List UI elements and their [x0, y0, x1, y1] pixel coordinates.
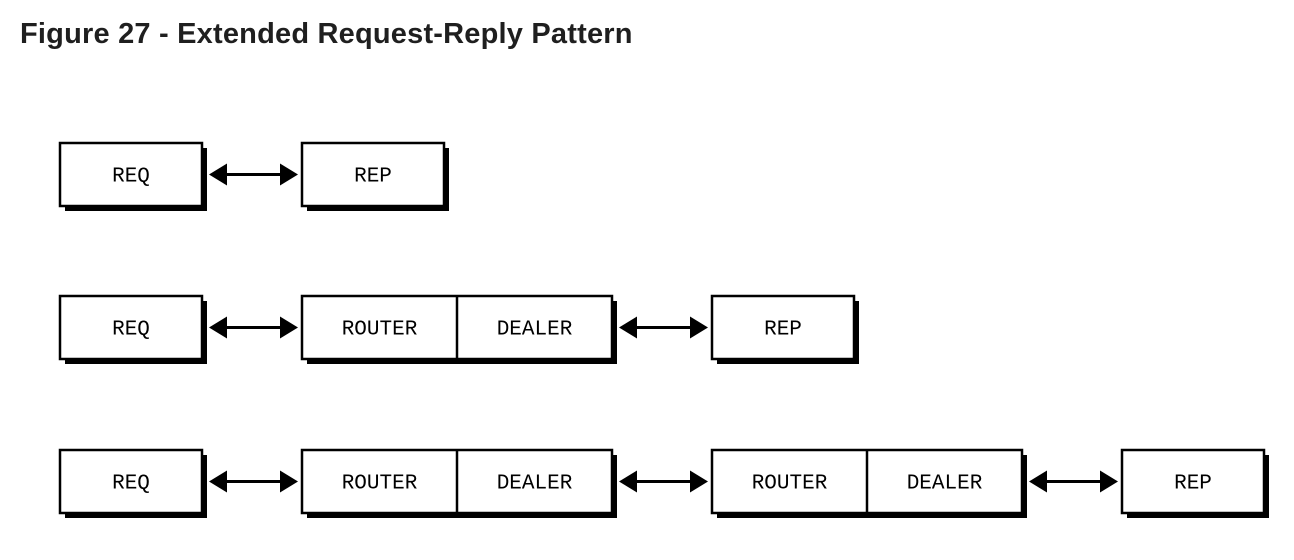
socket-label: DEALER — [497, 473, 573, 496]
socket-label: REP — [764, 319, 802, 342]
figure-title: Figure 27 - Extended Request-Reply Patte… — [20, 18, 633, 50]
socket-box-r3-req: REQ — [58, 448, 207, 518]
bidirectional-arrow — [209, 316, 298, 339]
socket-box-r3-broker-1: ROUTER DEALER — [300, 448, 617, 518]
socket-label: ROUTER — [342, 473, 418, 496]
socket-box-r1-rep: REP — [300, 141, 449, 211]
bidirectional-arrow — [1029, 470, 1118, 493]
socket-label: DEALER — [907, 473, 983, 496]
socket-label: REQ — [112, 473, 150, 496]
bidirectional-arrow — [209, 163, 298, 186]
socket-box-r3-broker-2: ROUTER DEALER — [710, 448, 1027, 518]
socket-box-r3-rep: REP — [1120, 448, 1269, 518]
socket-label: ROUTER — [752, 473, 828, 496]
socket-box-r2-req: REQ — [58, 294, 207, 364]
bidirectional-arrow — [619, 316, 708, 339]
diagram-row-1: REQ REP — [58, 141, 449, 211]
bidirectional-arrow — [209, 470, 298, 493]
socket-box-r2-rep: REP — [710, 294, 859, 364]
socket-label: REP — [354, 166, 392, 189]
socket-label: REQ — [112, 319, 150, 342]
diagram-row-2: REQ ROUTER DEALER REP — [58, 294, 859, 364]
socket-label: REP — [1174, 473, 1212, 496]
socket-label: DEALER — [497, 319, 573, 342]
socket-box-r1-req: REQ — [58, 141, 207, 211]
socket-label: REQ — [112, 166, 150, 189]
socket-label: ROUTER — [342, 319, 418, 342]
diagram-row-3: REQ ROUTER DEALER ROUTER DEALER REP — [58, 448, 1269, 518]
socket-box-r2-broker: ROUTER DEALER — [300, 294, 617, 364]
bidirectional-arrow — [619, 470, 708, 493]
